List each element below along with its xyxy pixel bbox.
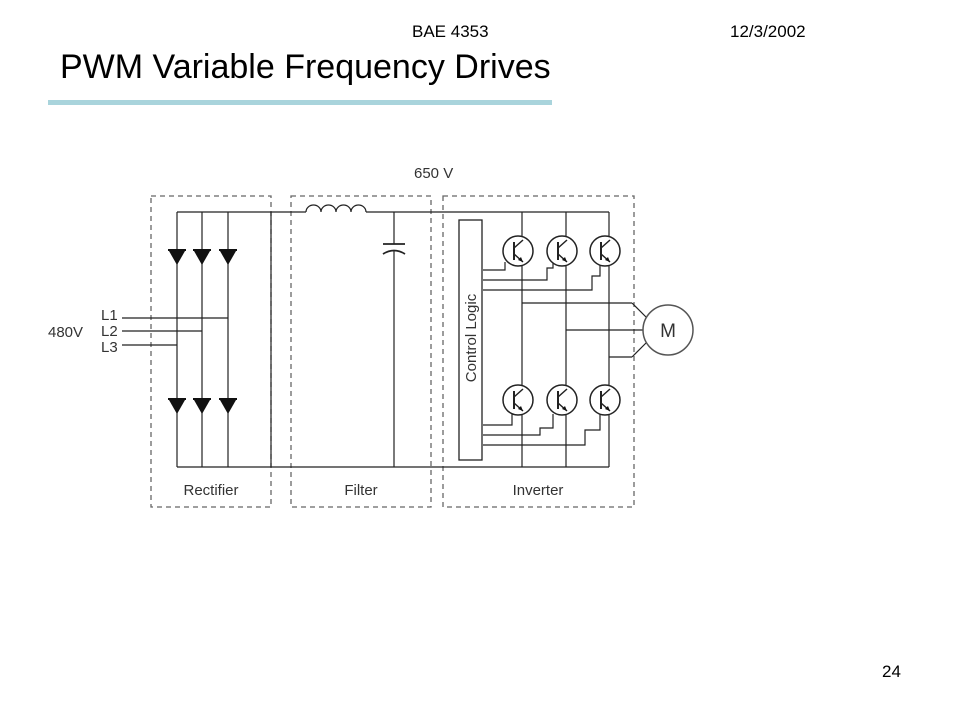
control-logic-label: Control Logic (463, 293, 480, 382)
control-logic-block (458, 219, 483, 461)
section-label-rectifier: Rectifier (183, 482, 238, 499)
motor-symbol (642, 304, 694, 356)
page-number: 24 (882, 662, 901, 681)
section-label-inverter: Inverter (513, 482, 564, 499)
phase-label-l3: L3 (101, 339, 118, 356)
slide-title: PWM Variable Frequency Drives (60, 48, 551, 86)
motor-label: M (660, 321, 676, 342)
phase-label-l2: L2 (101, 323, 118, 340)
section-label-filter: Filter (344, 482, 377, 499)
slide-date: 12/3/2002 (730, 22, 806, 41)
filter-box (290, 195, 432, 508)
dc-bus-voltage-label: 650 V (414, 165, 453, 182)
course-code: BAE 4353 (412, 22, 489, 41)
input-voltage-label: 480V (48, 324, 83, 341)
phase-label-l1: L1 (101, 307, 118, 324)
section-boxes (150, 195, 635, 508)
inverter-box (442, 195, 635, 508)
inverter-transistors (502, 235, 621, 416)
inductor (305, 204, 367, 213)
rectifier-box (150, 195, 272, 508)
title-underline (48, 100, 552, 105)
